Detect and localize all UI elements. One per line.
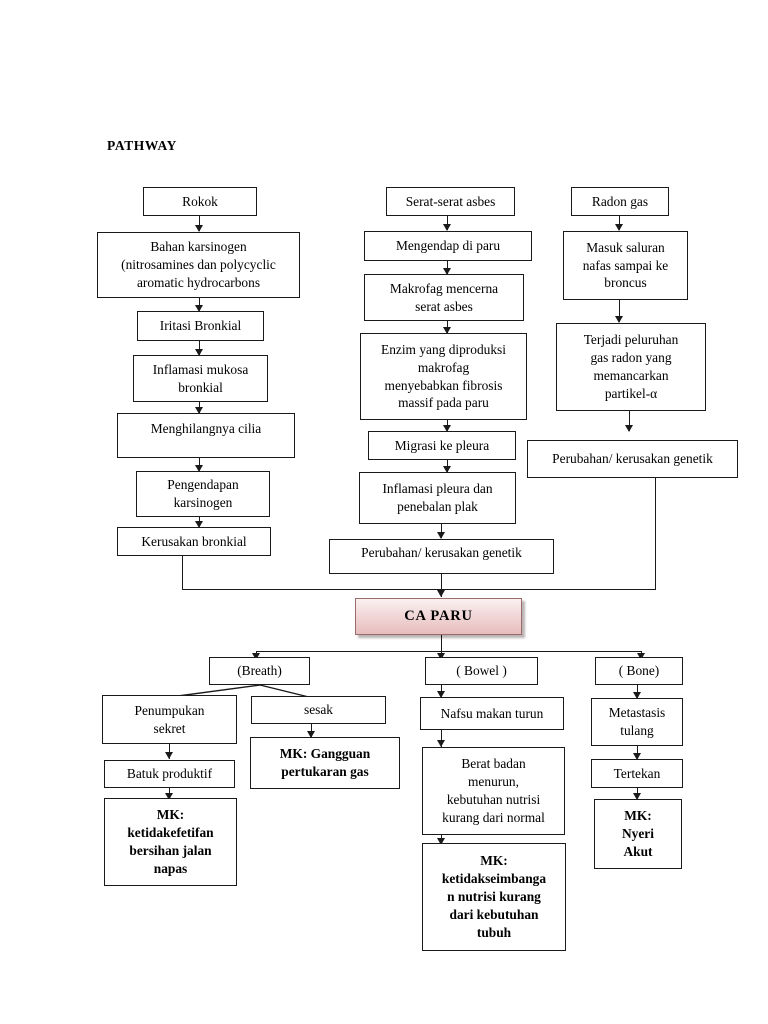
- connector-inflamasi-pleura-to-perubahan: [441, 524, 442, 538]
- node-ca-paru: CA PARU: [355, 598, 522, 635]
- node-breath: (Breath): [209, 657, 310, 685]
- node-nafsu-makan-turun: Nafsu makan turun: [420, 697, 564, 730]
- arrowhead-pengendapan-karsinogen: [195, 465, 203, 472]
- page-title: PATHWAY: [107, 138, 177, 153]
- connector-nafsu-to-berat-badan: [441, 730, 442, 747]
- arrowhead-migrasi-ke-pleura: [443, 425, 451, 432]
- node-batuk-produktif: Batuk produktif: [104, 760, 235, 788]
- connector-perubahan-kanan-to-bus: [655, 478, 656, 589]
- node-inflamasi-pleura-penebalan-plak: Inflamasi pleura dan penebalan plak: [359, 472, 516, 524]
- connector-bus-to-ca-paru: [182, 589, 656, 590]
- arrowhead-batuk-produktif: [165, 752, 173, 759]
- node-berat-badan-menurun: Berat badan menurun, kebutuhan nutrisi k…: [422, 747, 565, 835]
- arrowhead-ca-paru: [437, 590, 445, 597]
- node-mk-gangguan-pertukaran-gas: MK: Gangguan pertukaran gas: [250, 737, 400, 789]
- arrowhead-makrofag-mencerna: [443, 268, 451, 275]
- node-bowel: ( Bowel ): [425, 657, 538, 685]
- node-mk-ketidakseimbangan-nutrisi: MK: ketidakseimbanga n nutrisi kurang da…: [422, 843, 566, 951]
- node-penumpukan-sekret: Penumpukan sekret: [102, 695, 237, 744]
- node-makrofag-mencerna-serat-asbes: Makrofag mencerna serat asbes: [364, 274, 524, 321]
- arrowhead-perubahan-genetik-tengah: [437, 532, 445, 539]
- node-enzim-makrofag-fibrosis: Enzim yang diproduksi makrofag menyebabk…: [360, 333, 527, 420]
- node-perubahan-kerusakan-genetik-kanan: Perubahan/ kerusakan genetik: [527, 440, 738, 478]
- node-menghilangnya-cilia: Menghilangnya cilia: [117, 413, 295, 458]
- node-kerusakan-bronkial: Kerusakan bronkial: [117, 527, 271, 556]
- connector-bone-to-metastasis: [637, 685, 638, 698]
- arrowhead-mk-nutrisi-kurang: [437, 838, 445, 845]
- arrowhead-mk-nyeri-akut: [633, 793, 641, 800]
- node-tertekan: Tertekan: [591, 759, 683, 788]
- arrowhead-mk-gangguan-pertukaran-gas: [307, 731, 315, 738]
- connector-cilia-to-pengendapan: [199, 458, 200, 471]
- arrowhead-perubahan-genetik-kanan: [625, 425, 633, 432]
- arrowhead-mengendap-di-paru: [443, 224, 451, 231]
- connector-sesak-to-mk-gangguan: [311, 724, 312, 737]
- arrowhead-berat-badan-menurun: [437, 740, 445, 747]
- arrowhead-bone: [637, 653, 645, 660]
- arrowhead-menghilangnya-cilia: [195, 407, 203, 414]
- node-perubahan-kerusakan-genetik-tengah: Perubahan/ kerusakan genetik: [329, 539, 554, 574]
- connector-rokok-to-bahan-karsinogen: [199, 216, 200, 231]
- node-bone: ( Bone): [595, 657, 683, 685]
- arrowhead-masuk-saluran-nafas: [615, 224, 623, 231]
- arrowhead-inflamasi-mukosa: [195, 349, 203, 356]
- connector-perubahan-tengah-to-ca-paru: [441, 574, 442, 597]
- node-metastasis-tulang: Metastasis tulang: [591, 698, 683, 746]
- node-migrasi-ke-pleura: Migrasi ke pleura: [368, 431, 516, 460]
- arrowhead-nafsu-makan-turun: [437, 691, 445, 698]
- arrowhead-iritasi-bronkial: [195, 305, 203, 312]
- node-masuk-saluran-nafas-broncus: Masuk saluran nafas sampai ke broncus: [563, 231, 688, 300]
- connector-mengendap-to-makrofag: [447, 261, 448, 274]
- node-pengendapan-karsinogen: Pengendapan karsinogen: [136, 471, 270, 517]
- arrowhead-terjadi-peluruhan: [615, 316, 623, 323]
- node-mk-ketidakefetifan-bersihan-jalan-napas: MK: ketidakefetifan bersihan jalan napas: [104, 798, 237, 886]
- connector-masuk-saluran-to-peluruhan: [619, 300, 620, 322]
- arrowhead-kerusakan-bronkial: [195, 521, 203, 528]
- arrowhead-breath: [252, 653, 260, 660]
- node-mengendap-di-paru: Mengendap di paru: [364, 231, 532, 261]
- node-inflamasi-mukosa-bronkial: Inflamasi mukosa bronkial: [133, 355, 268, 402]
- node-mk-nyeri-akut: MK: Nyeri Akut: [594, 799, 682, 869]
- node-terjadi-peluruhan-gas-radon: Terjadi peluruhan gas radon yang memanca…: [556, 323, 706, 411]
- arrowhead-metastasis-tulang: [633, 692, 641, 699]
- node-sesak: sesak: [251, 696, 386, 724]
- connector-bahan-karsinogen-to-iritasi: [199, 298, 200, 311]
- arrowhead-bowel: [437, 653, 445, 660]
- arrowhead-inflamasi-pleura: [443, 466, 451, 473]
- connector-peluruhan-to-perubahan-kanan: [629, 411, 630, 431]
- node-radon-gas: Radon gas: [571, 187, 669, 216]
- node-rokok: Rokok: [143, 187, 257, 216]
- connector-asbes-to-mengendap: [447, 216, 448, 230]
- connector-ca-paru-down: [441, 635, 442, 651]
- connector-penumpukan-to-batuk: [169, 744, 170, 759]
- connector-iritasi-to-inflamasi: [199, 341, 200, 355]
- node-iritasi-bronkial: Iritasi Bronkial: [137, 311, 264, 341]
- arrowhead-bahan-karsinogen: [195, 225, 203, 232]
- connector-metastasis-to-tertekan: [637, 746, 638, 759]
- node-serat-serat-asbes: Serat-serat asbes: [386, 187, 515, 216]
- connector-kerusakan-bronkial-to-bus: [182, 556, 183, 589]
- arrowhead-mk-bersihan-jalan-napas: [165, 793, 173, 800]
- arrowhead-enzim-makrofag: [443, 327, 451, 334]
- connector-radon-to-masuk-saluran: [619, 216, 620, 230]
- connector-ca-paru-fanout-bus: [256, 651, 642, 652]
- arrowhead-tertekan: [633, 753, 641, 760]
- node-bahan-karsinogen: Bahan karsinogen (nitrosamines dan polyc…: [97, 232, 300, 298]
